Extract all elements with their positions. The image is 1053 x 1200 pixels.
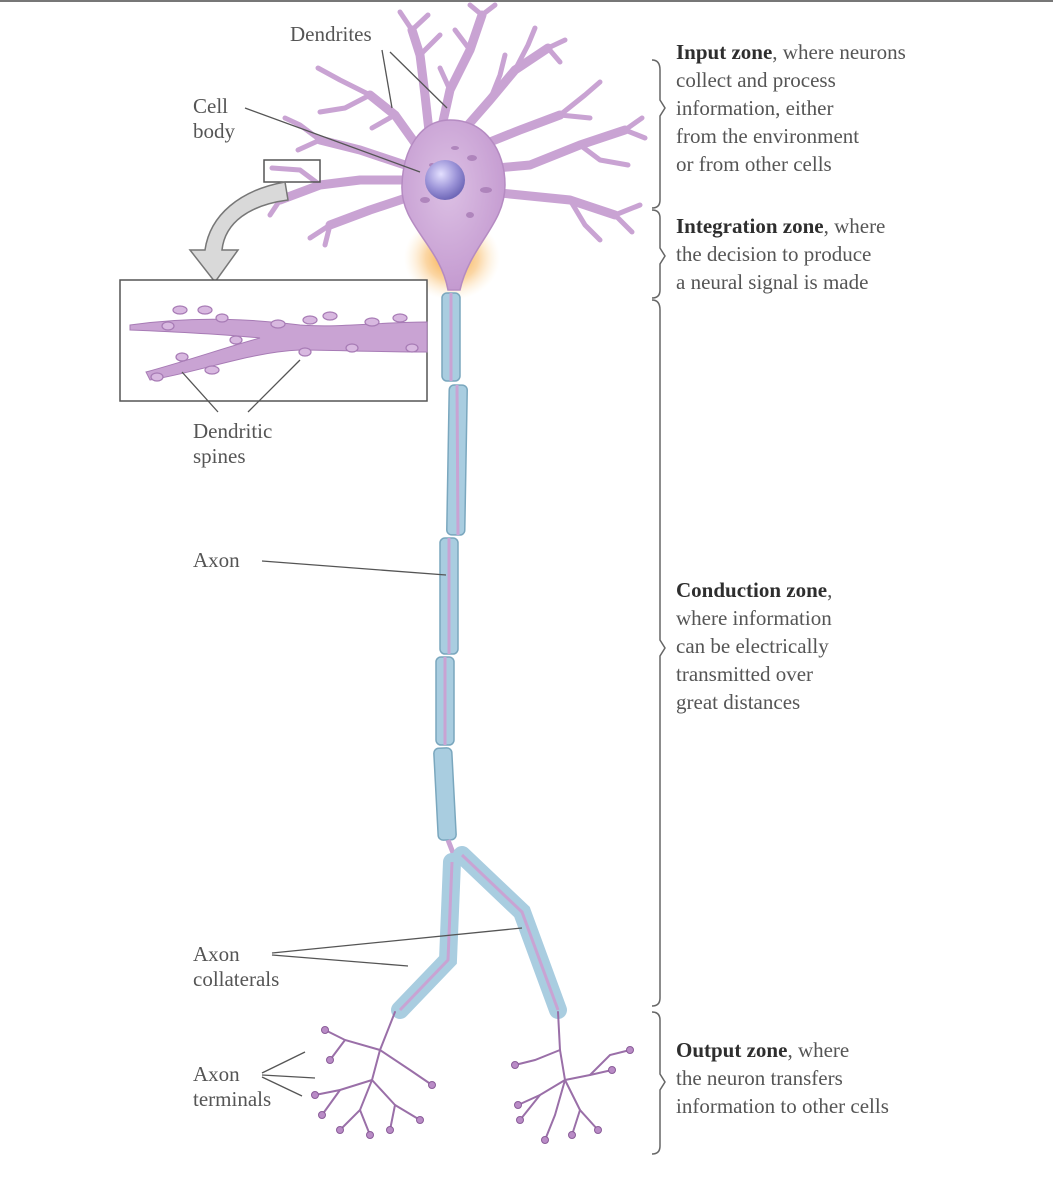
- label-axon-terminals-line2: terminals: [193, 1087, 272, 1111]
- integration-zone-desc-first: , where: [823, 214, 886, 238]
- output-zone-text: Output zone, where the neuron transfers …: [676, 1036, 1046, 1120]
- label-axon-terminals-line1: Axon: [193, 1062, 240, 1086]
- integration-zone-text: Integration zone, where the decision to …: [676, 212, 1046, 296]
- conduction-zone-title: Conduction zone: [676, 578, 828, 602]
- conduction-zone-desc-first: ,: [827, 578, 833, 602]
- label-cell-body-line1: Cell: [193, 94, 228, 118]
- leader-lines: [181, 49, 523, 1097]
- conduction-zone-desc-line: can be electrically: [676, 634, 829, 658]
- output-zone-title: Output zone: [676, 1038, 788, 1062]
- label-dendrites: Dendrites: [290, 22, 372, 46]
- integration-zone-title: Integration zone: [676, 214, 824, 238]
- label-cell-body-line2: body: [193, 119, 235, 143]
- zone-brackets: [651, 59, 666, 1155]
- input-zone-text: Input zone, where neurons collect and pr…: [676, 38, 1046, 178]
- label-dendritic-spines-line1: Dendritic: [193, 419, 273, 443]
- output-zone-desc-first: , where: [787, 1038, 850, 1062]
- zoom-arrow: [188, 181, 289, 284]
- label-axon-collaterals-line2: collaterals: [193, 967, 280, 991]
- input-zone-desc-line: or from other cells: [676, 152, 832, 176]
- input-zone-desc-line: from the environment: [676, 124, 860, 148]
- input-zone-desc-line: information, either: [676, 96, 834, 120]
- conduction-zone-desc-line: transmitted over: [676, 662, 814, 686]
- integration-zone-desc-line: the decision to produce: [676, 242, 872, 266]
- output-zone-desc-line: the neuron transfers: [676, 1066, 843, 1090]
- input-zone-desc-line: collect and process: [676, 68, 836, 92]
- inset-source-box: [263, 159, 321, 183]
- cytoplasm-organelles: [420, 146, 492, 218]
- input-zone-title: Input zone: [676, 40, 773, 64]
- terminal-boutons: [311, 1026, 634, 1144]
- axon-collateral-left: [391, 853, 461, 1019]
- axon: [433, 292, 468, 859]
- conduction-zone-desc-line: great distances: [676, 690, 801, 714]
- label-axon-collaterals-line1: Axon: [193, 942, 240, 966]
- axon-terminals: [314, 1011, 631, 1141]
- conduction-zone-text: Conduction zone, where information can b…: [676, 576, 1046, 716]
- output-zone-desc-line: information to other cells: [676, 1094, 889, 1118]
- nucleus: [425, 160, 465, 200]
- label-axon: Axon: [193, 548, 240, 572]
- conduction-zone-desc-line: where information: [676, 606, 832, 630]
- input-zone-desc-first: , where neurons: [772, 40, 906, 64]
- integration-zone-desc-line: a neural signal is made: [676, 270, 869, 294]
- cell-body: [401, 119, 506, 291]
- label-dendritic-spines-line2: spines: [193, 444, 246, 468]
- top-border-line: [0, 0, 1053, 2]
- axon-collateral-right: [453, 846, 567, 1019]
- magnified-dendrite: [129, 305, 428, 382]
